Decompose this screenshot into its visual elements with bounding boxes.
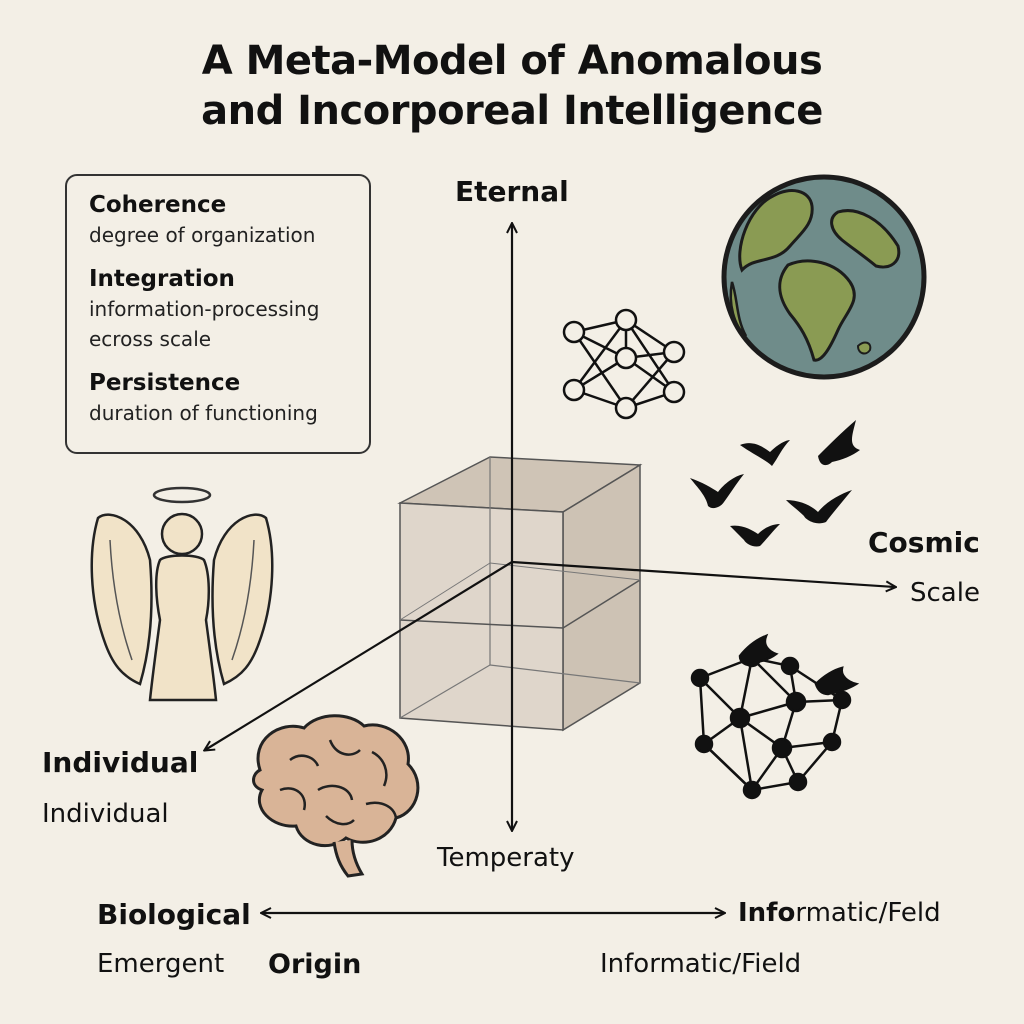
- legend-desc: ecross scale: [89, 327, 212, 351]
- legend-box: Coherence degree of organization Integra…: [65, 174, 371, 454]
- axis-label-informatic-prefix: Info: [738, 898, 796, 928]
- axis-label-informatic-feld: Informatic/Feld: [738, 898, 941, 928]
- legend-name: Persistence: [89, 370, 241, 396]
- axis-sublabel-origin: Origin: [268, 949, 362, 980]
- legend-desc: information-processing: [89, 297, 320, 321]
- axis-label-individual: Individual: [42, 746, 199, 779]
- earth-icon: [721, 174, 927, 380]
- title-line-1: A Meta-Model of Anomalous: [201, 38, 823, 84]
- axis-label-temperaty: Temperaty: [437, 843, 575, 873]
- legend-desc: degree of organization: [89, 223, 316, 247]
- cube-3d: [397, 456, 643, 732]
- diagonal-axis: [205, 561, 513, 750]
- legend-item-coherence: Coherence degree of organization: [89, 190, 369, 250]
- angel-icon: [90, 486, 274, 702]
- legend-desc: duration of functioning: [89, 401, 318, 425]
- legend-name: Integration: [89, 266, 235, 292]
- title-line-2: and Incorporeal Intelligence: [201, 88, 823, 134]
- axis-sublabel-informatic-field: Informatic/Field: [600, 949, 802, 979]
- axis-label-informatic-rest: rmatic/Feld: [795, 898, 941, 928]
- legend-item-persistence: Persistence duration of functioning: [89, 368, 369, 428]
- neural-network-icon: [562, 308, 686, 420]
- axis-label-scale: Scale: [910, 578, 980, 608]
- birds-flock-icon: [690, 420, 860, 547]
- axis-label-biological: Biological: [97, 898, 251, 931]
- legend-name: Coherence: [89, 192, 227, 218]
- axis-sublabel-individual: Individual: [42, 799, 169, 829]
- legend-item-integration: Integration information-processing ecros…: [89, 264, 369, 354]
- axis-label-cosmic: Cosmic: [868, 526, 980, 559]
- axis-label-eternal: Eternal: [455, 175, 569, 208]
- diagram-title: A Meta-Model of Anomalous and Incorporea…: [0, 36, 1024, 136]
- brain-icon: [252, 714, 420, 878]
- axis-sublabel-emergent: Emergent: [97, 949, 225, 979]
- network-graph-icon: [690, 633, 860, 800]
- horizontal-axis: [511, 560, 895, 587]
